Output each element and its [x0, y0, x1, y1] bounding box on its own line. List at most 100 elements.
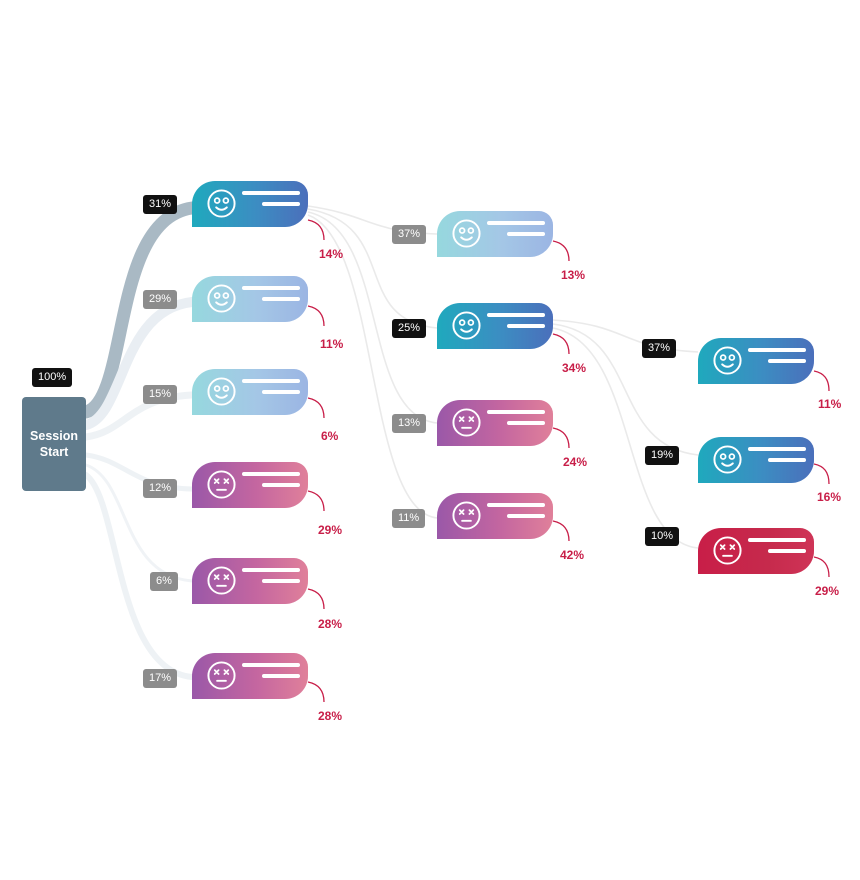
session-start-label: Session Start	[30, 428, 78, 460]
flow-l1-a-to-l2-d	[307, 214, 438, 519]
node-share-badge: 17%	[143, 669, 178, 688]
node-exit-rate: 13%	[561, 268, 586, 282]
exit-curve-l1-d	[307, 490, 325, 512]
node-text-bar	[507, 232, 545, 236]
exit-curve-l2-c	[552, 427, 570, 449]
node-text-bar	[262, 390, 300, 394]
node-text-bar	[487, 313, 545, 317]
node-share-badge: 37%	[392, 225, 427, 244]
session-start-label-line1: Session	[30, 429, 78, 443]
flow-node-l2-b[interactable]	[437, 303, 553, 349]
node-text-bar	[262, 674, 300, 678]
node-text-bar	[242, 568, 300, 572]
node-text-bar	[262, 202, 300, 206]
node-exit-rate: 29%	[815, 584, 840, 598]
happy-face-icon	[206, 283, 237, 314]
exit-curve-l3-b	[813, 463, 830, 485]
exit-curve-l3-a	[813, 370, 830, 392]
node-share-badge: 29%	[143, 290, 178, 309]
exit-curve-l2-d	[552, 520, 570, 542]
session-start-node[interactable]: Session Start	[22, 397, 86, 491]
exit-curve-l2-a	[552, 240, 570, 262]
node-exit-rate: 16%	[817, 490, 842, 504]
happy-face-icon	[451, 310, 482, 341]
node-text-bar	[748, 538, 806, 542]
root-share-badge: 100%	[32, 368, 73, 387]
node-text-bar	[487, 221, 545, 225]
node-share-badge: 25%	[392, 319, 427, 338]
node-exit-rate: 28%	[318, 617, 343, 631]
node-text-bar	[262, 483, 300, 487]
node-text-bar	[242, 379, 300, 383]
node-exit-rate: 11%	[320, 337, 344, 351]
exit-curve-l2-b	[552, 333, 570, 355]
node-exit-rate: 34%	[562, 361, 587, 375]
node-share-badge: 13%	[392, 414, 427, 433]
node-text-bar	[768, 458, 806, 462]
flow-node-l1-e[interactable]	[192, 558, 308, 604]
node-exit-rate: 42%	[560, 548, 585, 562]
flow-l1-a-to-l2-c	[307, 211, 438, 424]
exit-curve-l1-c	[307, 397, 325, 419]
sad-face-icon	[712, 535, 743, 566]
flow-l2-b-to-l3-a	[552, 319, 699, 353]
flow-node-l2-a[interactable]	[437, 211, 553, 257]
flow-node-l2-c[interactable]	[437, 400, 553, 446]
exit-curve-l3-c	[813, 556, 830, 578]
node-text-bar	[487, 410, 545, 414]
exit-curve-l1-e	[307, 588, 325, 610]
flow-node-l1-d[interactable]	[192, 462, 308, 508]
happy-face-icon	[206, 188, 237, 219]
node-share-badge: 37%	[642, 339, 677, 358]
node-text-bar	[748, 447, 806, 451]
node-share-badge: 19%	[645, 446, 680, 465]
node-exit-rate: 28%	[318, 709, 343, 723]
flow-node-l1-a[interactable]	[192, 181, 308, 227]
node-text-bar	[242, 472, 300, 476]
happy-face-icon	[712, 444, 743, 475]
sad-face-icon	[206, 469, 237, 500]
node-text-bar	[768, 549, 806, 553]
node-text-bar	[748, 348, 806, 352]
node-exit-rate: 11%	[818, 397, 842, 411]
node-text-bar	[262, 579, 300, 583]
exit-curve-l1-a	[307, 219, 325, 241]
happy-face-icon	[451, 218, 482, 249]
sad-face-icon	[451, 500, 482, 531]
exit-curve-l1-f	[307, 681, 325, 703]
node-text-bar	[242, 286, 300, 290]
session-start-label-line2: Start	[39, 445, 69, 459]
node-text-bar	[487, 503, 545, 507]
node-exit-rate: 29%	[318, 523, 343, 537]
node-share-badge: 12%	[143, 479, 178, 498]
sad-face-icon	[206, 565, 237, 596]
node-share-badge: 15%	[143, 385, 178, 404]
flow-root-to-l1-b	[81, 297, 197, 430]
node-text-bar	[262, 297, 300, 301]
sad-face-icon	[451, 407, 482, 438]
flow-root-to-l1-a	[79, 201, 199, 419]
flow-node-l3-c[interactable]	[698, 528, 814, 574]
flow-root-to-l1-f	[83, 472, 195, 680]
node-share-badge: 6%	[150, 572, 178, 591]
flow-node-l1-f[interactable]	[192, 653, 308, 699]
flow-node-l1-b[interactable]	[192, 276, 308, 322]
node-text-bar	[242, 191, 300, 195]
flow-node-l3-a[interactable]	[698, 338, 814, 384]
exit-curve-l1-b	[307, 305, 325, 327]
flow-node-l1-c[interactable]	[192, 369, 308, 415]
flow-node-l2-d[interactable]	[437, 493, 553, 539]
node-exit-rate: 6%	[321, 429, 339, 443]
node-text-bar	[242, 663, 300, 667]
flow-node-l3-b[interactable]	[698, 437, 814, 483]
node-share-badge: 11%	[392, 509, 426, 528]
node-text-bar	[507, 324, 545, 328]
node-exit-rate: 14%	[319, 247, 344, 261]
node-share-badge: 31%	[143, 195, 178, 214]
happy-face-icon	[206, 376, 237, 407]
sad-face-icon	[206, 660, 237, 691]
flow-l2-b-to-l3-b	[552, 323, 699, 456]
happy-face-icon	[712, 345, 743, 376]
node-exit-rate: 24%	[563, 455, 588, 469]
node-text-bar	[507, 421, 545, 425]
